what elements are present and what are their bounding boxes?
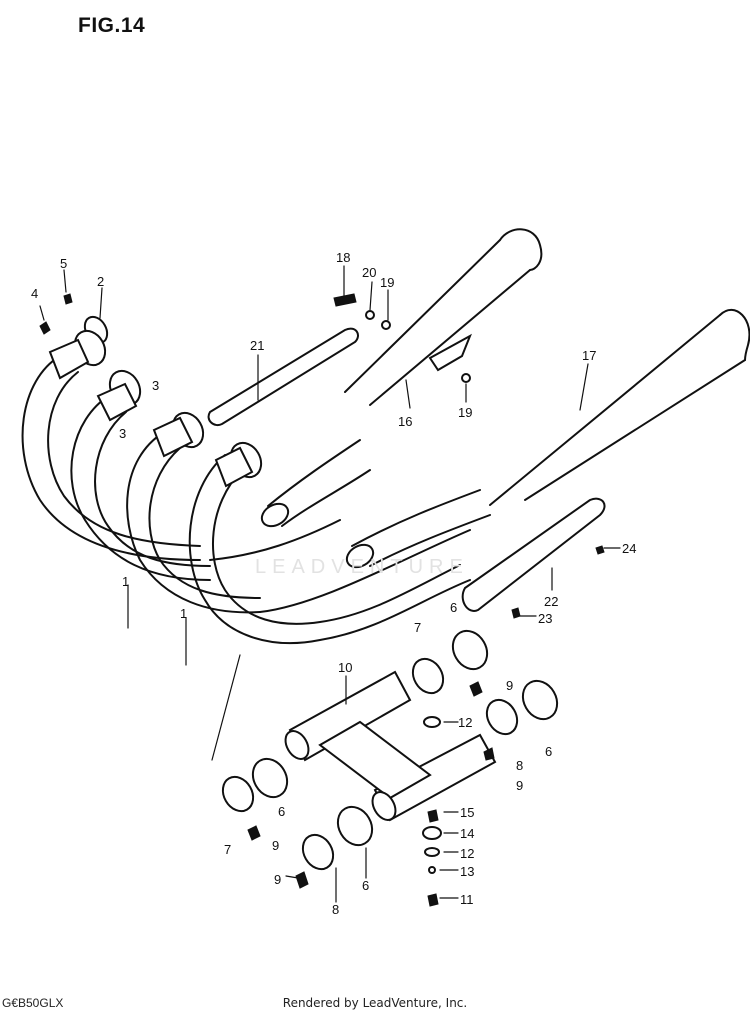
callout-4: 4 [31, 286, 38, 301]
callout-12: 12 [458, 715, 472, 730]
callout-6: 6 [450, 600, 457, 615]
callout-15: 15 [460, 805, 474, 820]
callout-7: 7 [224, 842, 231, 857]
callout-19: 19 [380, 275, 394, 290]
footer-credit: Rendered by LeadVenture, Inc. [282, 996, 468, 1010]
callout-9: 9 [516, 778, 523, 793]
callout-22: 22 [544, 594, 558, 609]
callout-8: 8 [516, 758, 523, 773]
callout-17: 17 [582, 348, 596, 363]
exhaust-pipe-set[interactable] [21, 355, 471, 644]
callout-3: 3 [119, 426, 126, 441]
model-code: G€B50GLX [2, 996, 64, 1010]
watermark: LEADVENTURE [255, 556, 469, 578]
callout-16: 16 [398, 414, 412, 429]
callout-14: 14 [460, 826, 474, 841]
clamp-set[interactable] [217, 653, 523, 874]
callout-labels: 1 1 2 3 3 4 5 6 6 6 6 7 7 8 8 9 9 9 9 10… [31, 250, 636, 917]
muffler-16[interactable] [344, 228, 543, 406]
cover-22[interactable] [461, 497, 606, 612]
muffler-17[interactable] [489, 308, 750, 506]
callout-9: 9 [506, 678, 513, 693]
gasket-set[interactable] [246, 625, 564, 852]
callout-9: 9 [272, 838, 279, 853]
leader-lines [63, 265, 621, 903]
callout-24: 24 [622, 541, 636, 556]
callout-6: 6 [278, 804, 285, 819]
chamber-10[interactable] [281, 670, 497, 824]
callout-1: 1 [122, 574, 129, 589]
callout-12: 12 [460, 846, 474, 861]
callout-23: 23 [538, 611, 552, 626]
callout-8: 8 [332, 902, 339, 917]
callout-10: 10 [338, 660, 352, 675]
callout-19: 19 [458, 405, 472, 420]
collector-joints[interactable] [258, 439, 491, 572]
callout-20: 20 [362, 265, 376, 280]
callout-18: 18 [336, 250, 350, 265]
callout-6: 6 [362, 878, 369, 893]
callout-6: 6 [545, 744, 552, 759]
figure-title: FIG.14 [78, 14, 146, 37]
callout-2: 2 [97, 274, 104, 289]
callout-7: 7 [414, 620, 421, 635]
callout-5: 5 [60, 256, 67, 271]
pipe-flange-set[interactable] [39, 293, 267, 488]
callout-21: 21 [250, 338, 264, 353]
fastener-set[interactable] [247, 293, 605, 907]
cover-21[interactable] [207, 327, 359, 426]
callout-9: 9 [274, 872, 281, 887]
callout-1: 1 [180, 606, 187, 621]
callout-13: 13 [460, 864, 474, 879]
callout-3: 3 [152, 378, 159, 393]
callout-11: 11 [460, 892, 474, 907]
